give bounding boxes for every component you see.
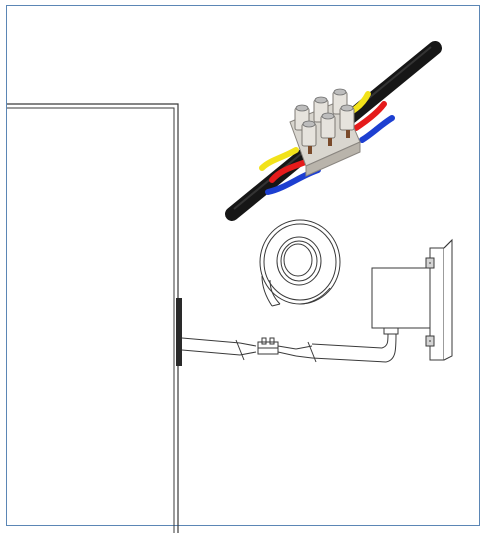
cable-assembly [181,325,399,363]
wall-gland [176,298,182,366]
cable-coil-icon [259,219,341,307]
figure-frame [6,5,480,526]
inline-fuse-icon [257,337,279,355]
wall-panel [7,103,179,533]
junction-box-icon [371,238,453,361]
terminal-block-illustration [225,41,442,221]
terminal-block-icon [289,88,361,177]
